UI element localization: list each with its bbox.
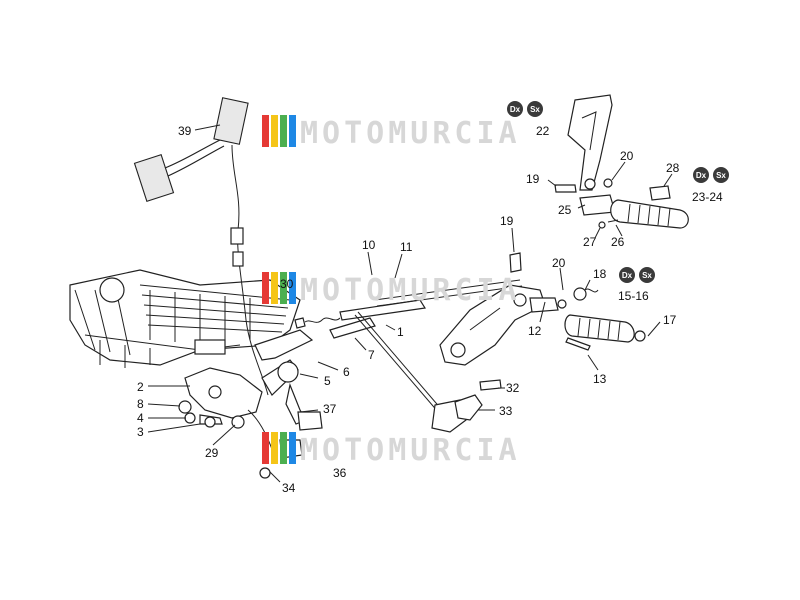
part-labels: 39 2 8 4 3 29 34 36 37 5 6 7 1 10 11 30 … [137, 124, 723, 495]
watermark-stripe [280, 432, 287, 464]
part-label-33: 33 [499, 404, 513, 418]
watermark-text: MOTOMURCIA [300, 433, 521, 468]
footrest-bracket-upper [554, 94, 689, 229]
badge-sx-label: Sx [530, 105, 540, 114]
part-label-39: 39 [178, 124, 192, 138]
watermark-stripe [271, 272, 278, 304]
badge-sx-16: Sx [639, 267, 655, 283]
footrest-bracket-lower [439, 252, 591, 366]
part-label-22: 22 [536, 124, 550, 138]
watermark-stripe [271, 432, 278, 464]
watermark-stripe [271, 115, 278, 147]
badge-dx-upper-left: Dx [507, 101, 523, 117]
part-label-36: 36 [333, 466, 347, 480]
part-label-13: 13 [593, 372, 607, 386]
part-label-6: 6 [343, 365, 350, 379]
badge-dx-label: Dx [510, 105, 521, 114]
part-label-1: 1 [397, 325, 404, 339]
small-bracket-32-33 [454, 379, 502, 421]
part-label-4: 4 [137, 411, 144, 425]
watermark-stripe [289, 272, 296, 304]
badge-sx-24: Sx [713, 167, 729, 183]
part-label-18: 18 [593, 267, 607, 281]
part-label-23-24: 23-24 [692, 190, 723, 204]
badge-dx-23: Dx [693, 167, 709, 183]
side-stand-assembly [178, 299, 426, 479]
badge-sx-upper-left: Sx [527, 101, 543, 117]
watermark-stripe [262, 115, 269, 147]
watermark-stripe [280, 115, 287, 147]
part-label-5: 5 [324, 374, 331, 388]
part-label-32: 32 [506, 381, 520, 395]
part-label-28: 28 [666, 161, 680, 175]
badge-dx-label: Dx [696, 171, 707, 180]
badge-dx-label: Dx [622, 271, 633, 280]
part-label-25: 25 [558, 203, 572, 217]
watermark-stripe [262, 432, 269, 464]
watermark-stripe [262, 272, 269, 304]
watermark-text: MOTOMURCIA [300, 273, 521, 308]
leader-lines [147, 124, 673, 483]
part-label-19-upper: 19 [526, 172, 540, 186]
part-label-15-16: 15-16 [618, 289, 649, 303]
watermark-stripe [289, 115, 296, 147]
part-label-34: 34 [282, 481, 296, 495]
badge-sx-label: Sx [716, 171, 726, 180]
watermark-stripe [280, 272, 287, 304]
watermark-bottom: MOTOMURCIA [262, 432, 521, 468]
part-label-11: 11 [400, 240, 413, 254]
part-label-19-lower: 19 [500, 214, 514, 228]
part-label-26: 26 [611, 235, 625, 249]
part-label-27: 27 [583, 235, 597, 249]
watermark-text: MOTOMURCIA [300, 116, 521, 151]
part-label-10: 10 [362, 238, 376, 252]
part-label-12: 12 [528, 324, 542, 338]
part-label-20-lower: 20 [552, 256, 566, 270]
engine-crankcase [69, 269, 301, 368]
footpeg-lower [564, 287, 646, 343]
watermark-stripe [289, 432, 296, 464]
sensor-cable-39 [133, 97, 269, 396]
watermark-top: MOTOMURCIA [262, 115, 521, 151]
part-label-7: 7 [368, 348, 375, 362]
part-label-17: 17 [663, 313, 677, 327]
badge-dx-15: Dx [619, 267, 635, 283]
part-label-37: 37 [323, 402, 337, 416]
badge-sx-label: Sx [642, 271, 652, 280]
part-label-30: 30 [280, 277, 294, 291]
part-label-29: 29 [205, 446, 219, 460]
part-label-8: 8 [137, 397, 144, 411]
watermark-middle: MOTOMURCIA [262, 272, 521, 308]
part-label-20-upper: 20 [620, 149, 634, 163]
part-label-2: 2 [137, 380, 144, 394]
part-label-3: 3 [137, 425, 144, 439]
